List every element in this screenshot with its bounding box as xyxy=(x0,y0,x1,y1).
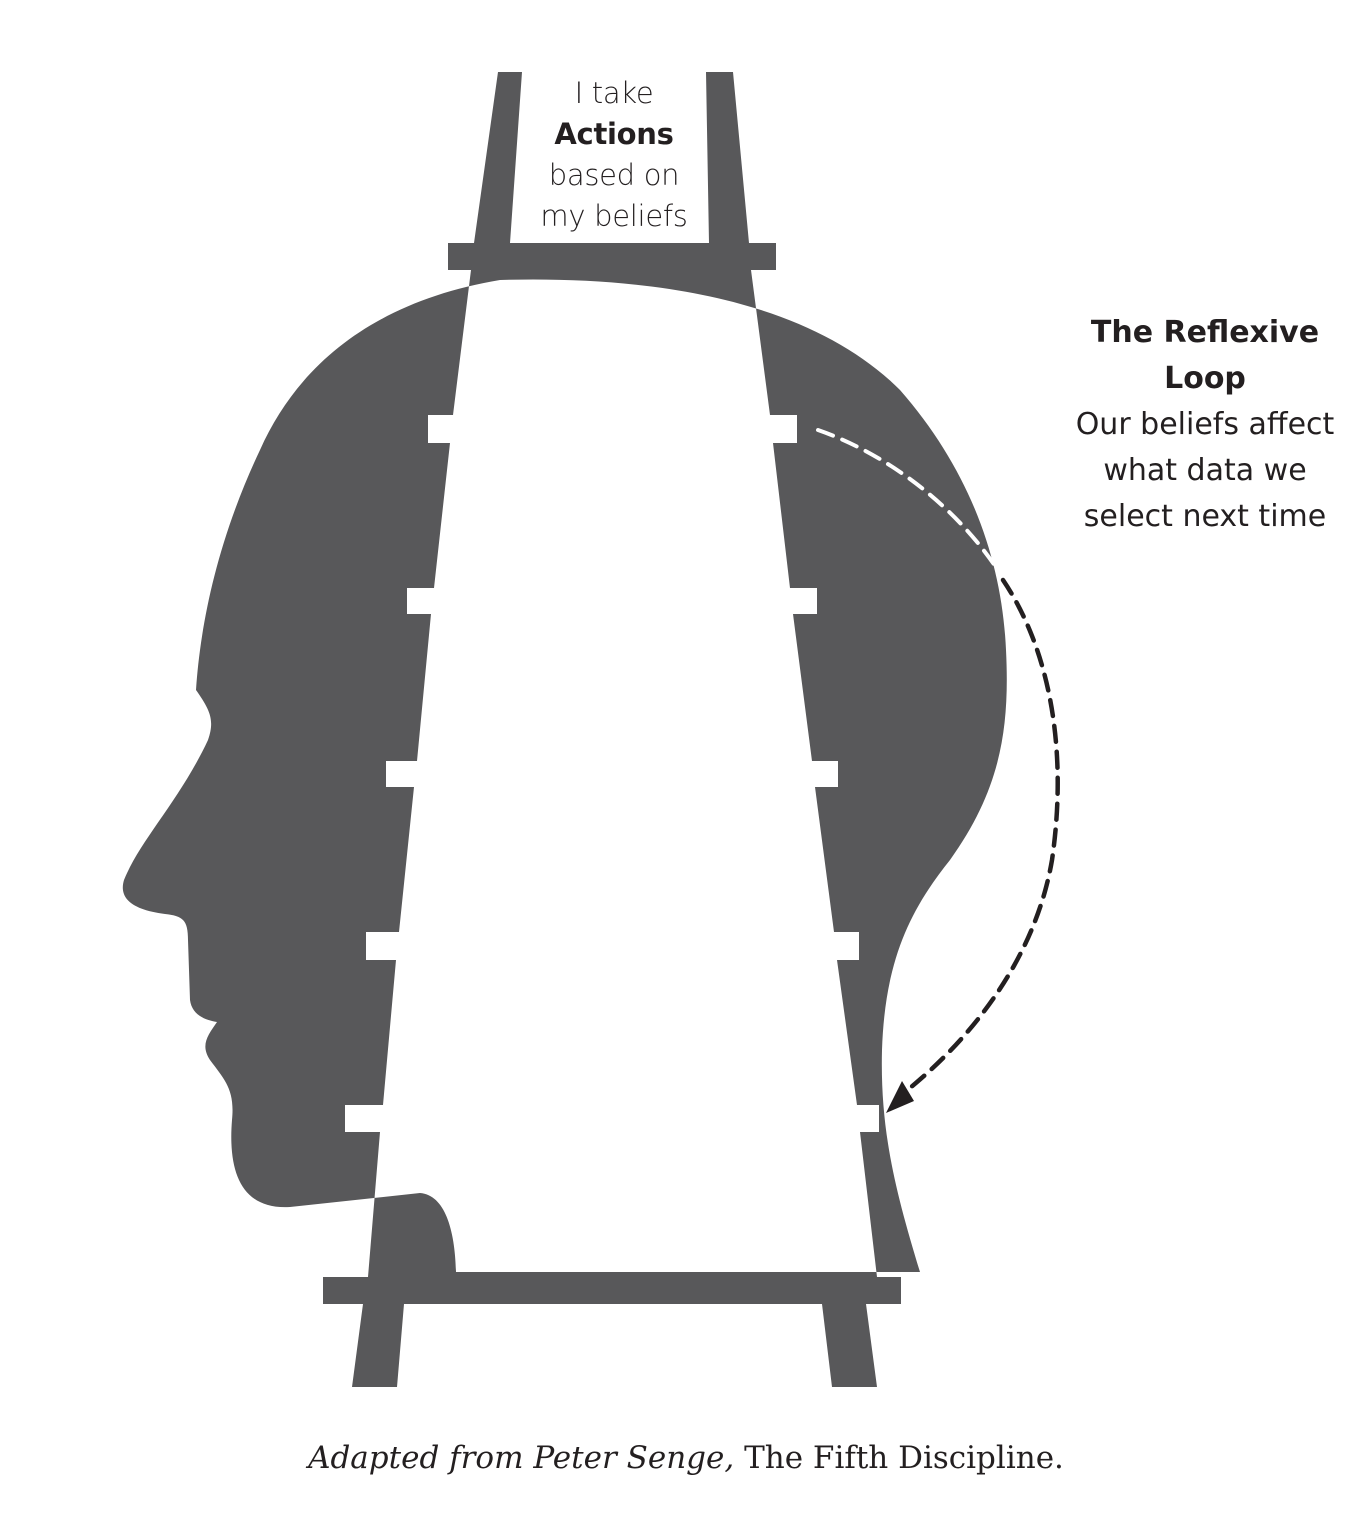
rung-meanings-keyword: Meanings xyxy=(576,822,732,856)
rung-conclusions-line1: I draw xyxy=(570,474,658,508)
rung-actions-keyword: Actions xyxy=(554,117,674,151)
rung-meanings-line2: (cultural and personal) xyxy=(452,863,776,897)
rung-actions-line4: my beliefs xyxy=(540,199,688,233)
rung-beliefs-line1: I adopt xyxy=(564,286,664,320)
rung-observable-keyword: Observable “data” and xyxy=(437,1146,811,1180)
rung-observable-line3: might capture it) xyxy=(504,1228,744,1262)
rung-meanings-pre: I add xyxy=(496,822,577,856)
caption-book-title: The Fifth Discipline. xyxy=(734,1440,1064,1476)
caption-attribution: Adapted from Peter Senge, xyxy=(308,1440,735,1476)
reflexive-loop-line1: Our beliefs affect xyxy=(1075,407,1335,442)
rung-data-post: ” from xyxy=(669,995,760,1029)
dashed-curved-arrow-icon xyxy=(886,1081,914,1113)
rung-conclusions: I draw Conclusions xyxy=(424,471,804,553)
reflexive-loop-note: The Reflexive Loop Our beliefs affect wh… xyxy=(1050,310,1360,540)
rung-beliefs: I adopt Beliefs about the world xyxy=(424,283,804,406)
reflexive-loop-title: The Reflexive Loop xyxy=(1090,315,1320,396)
rung-beliefs-line3: about the world xyxy=(501,368,727,402)
rung-meanings: I add Meanings (cultural and personal) xyxy=(424,819,804,901)
loop-arrow-inside xyxy=(816,428,1003,577)
rung-observable: Observable “data” and experiences (as vi… xyxy=(424,1143,824,1266)
rung-data-pre: I select “ xyxy=(468,995,594,1029)
source-caption: Adapted from Peter Senge, The Fifth Disc… xyxy=(0,1440,1372,1476)
rung-assumptions: I make Assumptions based on the meanings… xyxy=(424,629,804,752)
head-and-ladder-shape xyxy=(122,72,1007,1387)
rung-observable-post: (as video xyxy=(651,1187,791,1221)
rung-assumptions-line2: based on the xyxy=(520,673,708,707)
rung-data-line2: what I observe xyxy=(508,1036,720,1070)
reflexive-loop-line3: select next time xyxy=(1083,499,1327,534)
rung-conclusions-keyword: Conclusions xyxy=(518,515,710,549)
rung-actions-line1: I take xyxy=(574,76,654,110)
loop-arrow-outside xyxy=(902,577,1060,1095)
rung-observable-keyword2: experiences xyxy=(457,1187,652,1221)
rung-actions: I take Actions based on my beliefs xyxy=(424,73,804,237)
rung-actions-line3: based on xyxy=(548,158,680,192)
rung-assumptions-pre: I make xyxy=(458,632,563,666)
reflexive-loop-line2: what data we xyxy=(1103,453,1307,488)
rung-beliefs-keyword: Beliefs xyxy=(559,327,669,361)
rung-data-keyword: Data xyxy=(593,995,670,1029)
rung-assumptions-line3: meanings I added xyxy=(486,714,742,748)
rung-data: I select “Data” from what I observe xyxy=(424,992,804,1074)
rung-assumptions-keyword: Assumptions xyxy=(562,632,770,666)
